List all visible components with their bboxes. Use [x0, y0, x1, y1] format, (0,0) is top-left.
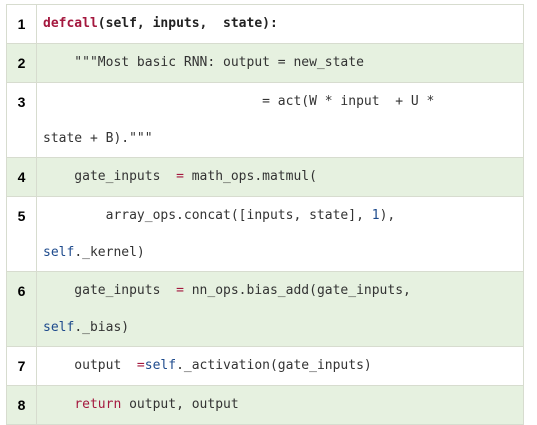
code-row: 3 = act(W * input + U * state + B).""" [6, 82, 524, 158]
code-text: output [43, 358, 137, 373]
self-keyword: self [43, 320, 75, 335]
code-line: return output, output [36, 385, 524, 425]
operator: = [176, 169, 184, 184]
code-text: ), [379, 208, 396, 223]
self-keyword: self [43, 245, 75, 260]
line-number: 6 [6, 271, 37, 347]
keyword-return: return [74, 397, 122, 412]
code-text [43, 397, 74, 412]
line-number: 3 [6, 82, 37, 158]
code-line: """Most basic RNN: output = new_state [36, 43, 524, 83]
code-row: 1 defcall(self, inputs, state): [6, 4, 524, 44]
line-number: 5 [6, 196, 37, 272]
code-text: array_ops.concat([inputs, state], [43, 208, 372, 223]
code-line: array_ops.concat([inputs, state], 1), sel… [36, 196, 524, 272]
keyword-def: defcall [43, 16, 98, 31]
code-text: state + B).""" [43, 131, 153, 146]
code-text: nn_ops.bias_add(gate_inputs, [183, 283, 411, 298]
operator: = [136, 358, 145, 373]
number-literal: 1 [371, 208, 380, 223]
code-listing: 1 defcall(self, inputs, state): 2 """Mos… [6, 4, 524, 425]
code-text: output, output [121, 397, 239, 412]
code-text: ._bias) [74, 320, 130, 335]
code-line: gate_inputs = nn_ops.bias_add(gate_input… [36, 271, 524, 347]
self-keyword: self [144, 358, 177, 373]
code-text: gate_inputs [43, 169, 177, 184]
code-text: ._activation(gate_inputs) [176, 358, 372, 373]
code-line: defcall(self, inputs, state): [36, 4, 524, 44]
code-line: output =self._activation(gate_inputs) [36, 346, 524, 386]
code-row: 6 gate_inputs = nn_ops.bias_add(gate_inp… [6, 271, 524, 347]
line-number: 2 [6, 43, 37, 83]
line-number: 7 [6, 346, 37, 386]
code-row: 8 return output, output [6, 385, 524, 425]
line-number: 4 [6, 157, 37, 197]
code-row: 2 """Most basic RNN: output = new_state [6, 43, 524, 83]
code-row: 7 output =self._activation(gate_inputs) [6, 346, 524, 386]
code-text: math_ops.matmul( [183, 169, 317, 184]
operator: = [176, 283, 184, 298]
line-number: 1 [6, 4, 37, 44]
code-text: """Most basic RNN: output = new_state [43, 55, 364, 70]
code-text: gate_inputs [43, 283, 177, 298]
code-line: gate_inputs = math_ops.matmul( [36, 157, 524, 197]
code-text: ._kernel) [74, 245, 145, 260]
code-row: 5 array_ops.concat([inputs, state], 1), s… [6, 196, 524, 272]
code-text: = act(W * input + U * [43, 94, 435, 109]
code-line: = act(W * input + U * state + B).""" [36, 82, 524, 158]
line-number: 8 [6, 385, 37, 425]
code-row: 4 gate_inputs = math_ops.matmul( [6, 157, 524, 197]
code-text: (self, inputs, state): [97, 16, 278, 31]
